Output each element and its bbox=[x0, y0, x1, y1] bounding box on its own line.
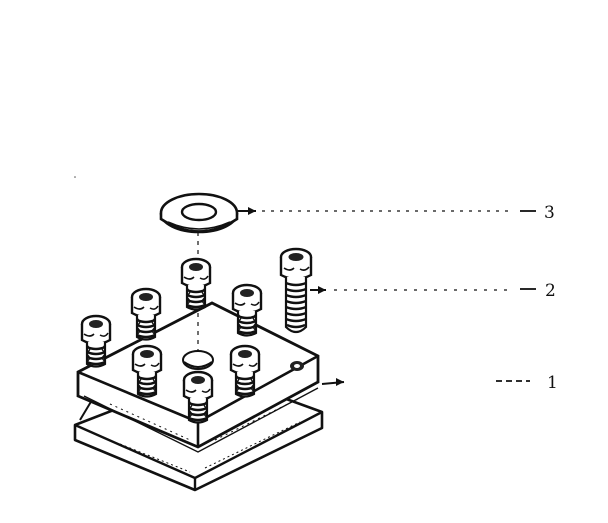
leader-line-1 bbox=[321, 378, 530, 386]
screw-loose bbox=[279, 247, 313, 334]
scan-speck bbox=[74, 176, 76, 178]
callout-number-2: 2 bbox=[545, 281, 556, 301]
callout-number-1: 1 bbox=[547, 373, 558, 393]
screw-front-right bbox=[229, 344, 261, 398]
screw-front-center bbox=[182, 370, 214, 424]
screw-back-center bbox=[180, 257, 212, 311]
leader-line-3 bbox=[238, 207, 536, 215]
leader-line-2 bbox=[310, 286, 536, 294]
screw-back-right bbox=[231, 283, 263, 337]
screw-front-left bbox=[131, 344, 163, 398]
callout-number-3: 3 bbox=[544, 203, 555, 223]
washer bbox=[159, 192, 239, 234]
screw-back-left bbox=[130, 287, 162, 341]
screw-far-left bbox=[80, 314, 112, 368]
